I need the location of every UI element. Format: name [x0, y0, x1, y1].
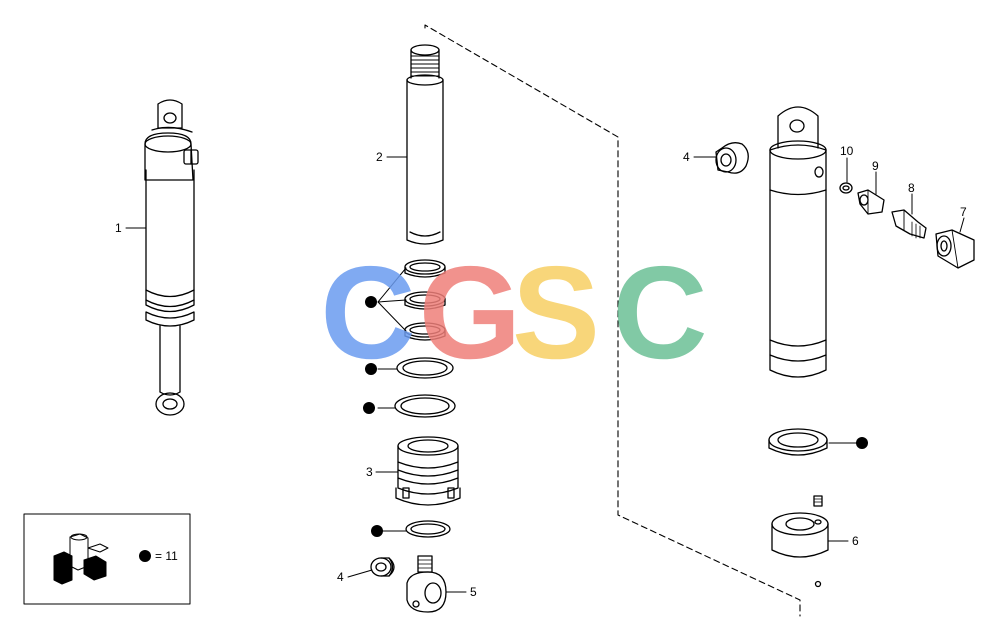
o-ring-part-10 [839, 182, 853, 194]
callout-4-bottom: 4 [337, 570, 344, 584]
callout-8: 8 [908, 181, 915, 195]
kit-marker [365, 296, 377, 308]
gland-nut-part [771, 495, 829, 588]
legend-kit-text: = 11 [155, 549, 178, 563]
callout-labels: 1 2 3 4 5 4 10 9 8 7 6 = 11 [115, 144, 967, 599]
kit-marker [365, 363, 377, 375]
callout-6: 6 [852, 534, 859, 548]
fitting-part-9 [857, 189, 885, 215]
callout-9: 9 [872, 159, 879, 173]
piston-gland-part [395, 436, 461, 506]
watermark-letter-2: G [419, 239, 522, 386]
callout-5: 5 [470, 585, 477, 599]
watermark-letter-4: C [612, 239, 707, 386]
piston-rod-part [406, 44, 444, 245]
callout-7: 7 [960, 205, 967, 219]
callout-10: 10 [840, 144, 854, 158]
rod-seal-part [768, 428, 828, 456]
banjo-fitting-part [406, 555, 447, 613]
fitting-part-8 [891, 209, 927, 239]
leader-lines [125, 156, 965, 593]
bushing-part-bottom [370, 557, 395, 577]
cylinder-barrel-part [769, 106, 827, 378]
kit-markers [139, 296, 868, 562]
callout-4-top: 4 [683, 150, 690, 164]
coupler-part-7 [935, 229, 975, 269]
watermark: C G S C [320, 239, 707, 386]
legend-box [23, 513, 191, 605]
kit-marker [371, 525, 383, 537]
callout-1: 1 [115, 221, 122, 235]
kit-marker [856, 437, 868, 449]
watermark-letter-3: S [512, 239, 600, 386]
callout-2: 2 [376, 150, 383, 164]
seal-ring-stack [394, 259, 456, 538]
seal-kit-icon [53, 533, 109, 585]
cylinder-assembly-part [144, 99, 199, 416]
kit-marker [363, 402, 375, 414]
kit-marker [139, 550, 151, 562]
watermark-letter-1: C [320, 239, 415, 386]
callout-3: 3 [366, 465, 373, 479]
assembly-dashed-outline [424, 24, 801, 617]
bushing-part-top [715, 142, 749, 174]
